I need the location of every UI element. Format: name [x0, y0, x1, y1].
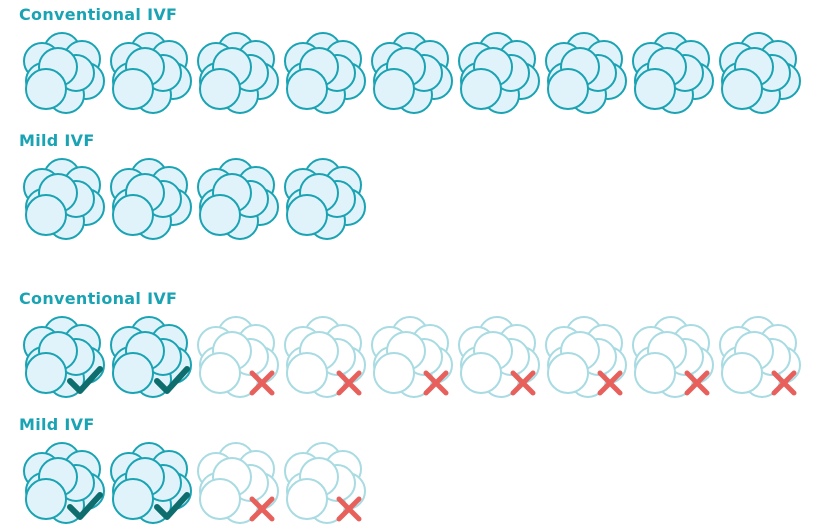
embryo-cluster-icon — [455, 31, 541, 117]
embryo-cluster-icon — [20, 441, 106, 527]
embryo-row — [0, 315, 815, 405]
cross-icon — [684, 370, 710, 396]
embryo-cluster-faded-icon — [368, 315, 454, 401]
embryo-row — [0, 441, 815, 531]
embryo-cluster-faded-icon — [716, 315, 802, 401]
embryo-cluster-faded-icon — [542, 315, 628, 401]
embryo-cluster-icon — [629, 31, 715, 117]
embryo-cluster-faded-icon — [455, 315, 541, 401]
cross-icon — [336, 370, 362, 396]
embryo-cluster-icon — [281, 31, 367, 117]
embryo-cluster-icon — [20, 315, 106, 401]
checkmark-icon — [67, 366, 103, 394]
embryo-cluster-faded-icon — [194, 315, 280, 401]
embryo-cluster-icon — [542, 31, 628, 117]
cross-icon — [771, 370, 797, 396]
embryo-cluster-faded-icon — [281, 315, 367, 401]
cross-icon — [249, 370, 275, 396]
embryo-cluster-icon — [107, 441, 193, 527]
embryo-cluster-icon — [107, 31, 193, 117]
section-label: Conventional IVF — [19, 289, 178, 308]
embryo-row — [0, 157, 815, 247]
cross-icon — [510, 370, 536, 396]
embryo-cluster-icon — [20, 31, 106, 117]
embryo-cluster-icon — [194, 31, 280, 117]
section-label: Mild IVF — [19, 415, 95, 434]
embryo-row — [0, 31, 815, 121]
checkmark-icon — [154, 366, 190, 394]
embryo-cluster-faded-icon — [629, 315, 715, 401]
embryo-cluster-icon — [107, 315, 193, 401]
section-label: Conventional IVF — [19, 5, 178, 24]
embryo-cluster-faded-icon — [194, 441, 280, 527]
embryo-cluster-faded-icon — [281, 441, 367, 527]
cross-icon — [423, 370, 449, 396]
cross-icon — [597, 370, 623, 396]
embryo-cluster-icon — [368, 31, 454, 117]
embryo-cluster-icon — [20, 157, 106, 243]
checkmark-icon — [154, 492, 190, 520]
embryo-cluster-icon — [281, 157, 367, 243]
cross-icon — [336, 496, 362, 522]
embryo-cluster-icon — [716, 31, 802, 117]
checkmark-icon — [67, 492, 103, 520]
cross-icon — [249, 496, 275, 522]
embryo-cluster-icon — [107, 157, 193, 243]
embryo-cluster-icon — [194, 157, 280, 243]
section-label: Mild IVF — [19, 131, 95, 150]
